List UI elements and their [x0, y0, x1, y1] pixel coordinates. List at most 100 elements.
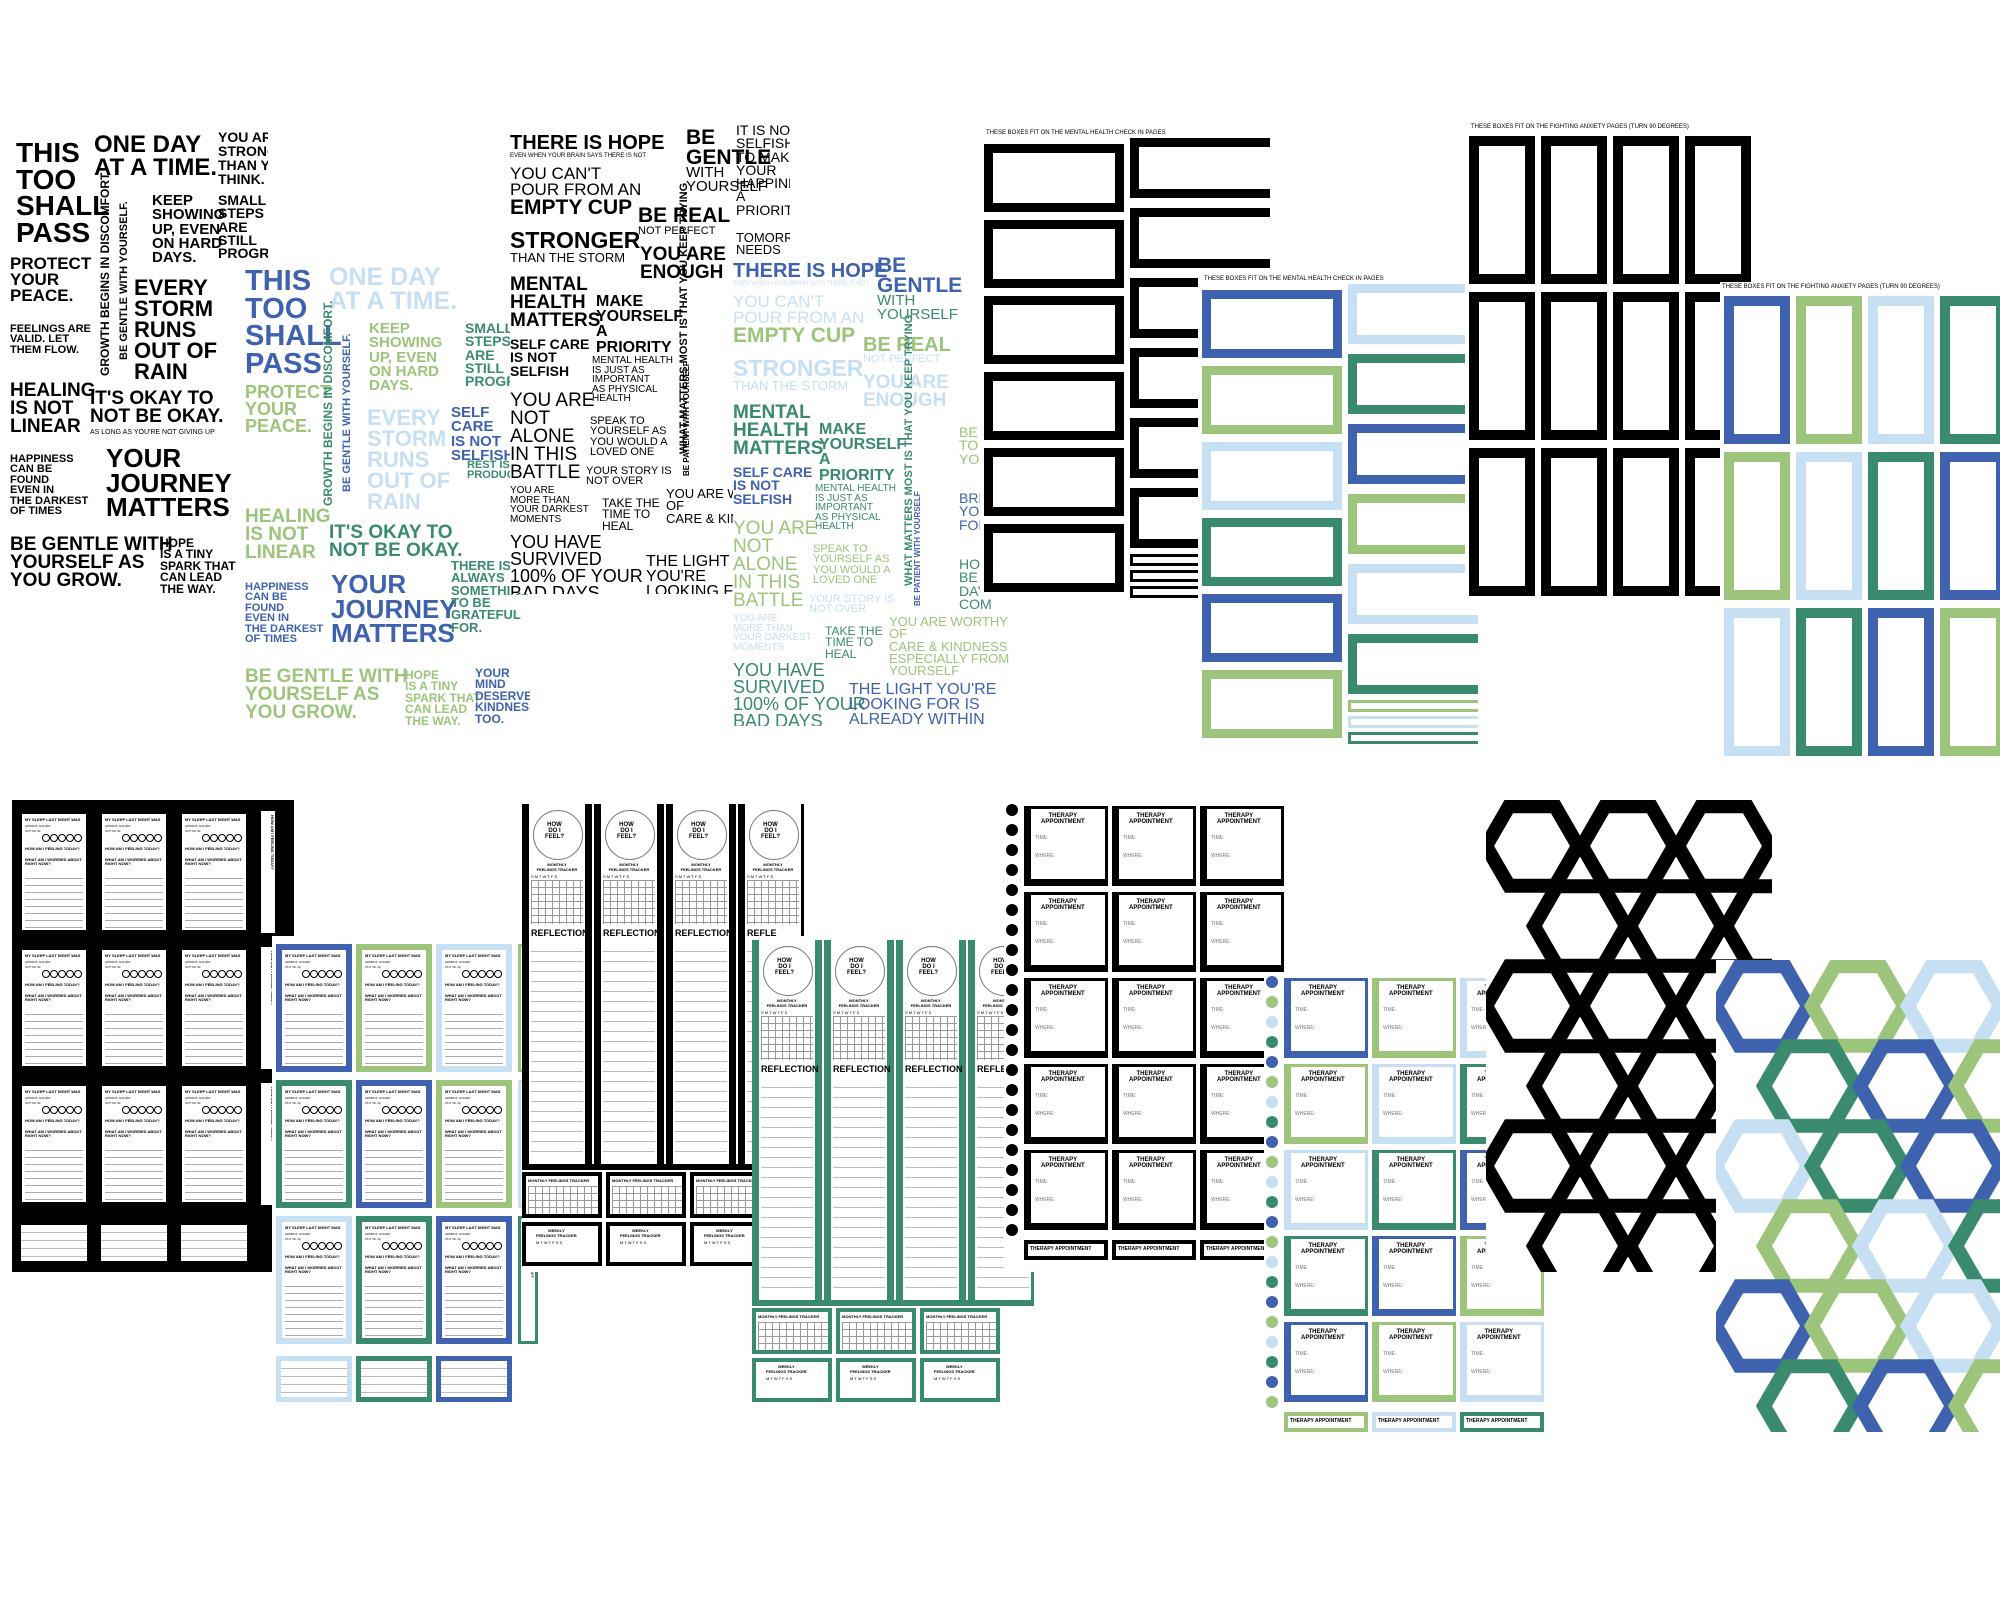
therapy-label: TIME: [1123, 1093, 1137, 1099]
divider-bar [752, 1300, 1034, 1306]
mood-face-icon [138, 970, 146, 978]
hexagon-sticker [1717, 879, 1772, 973]
sticker-box [984, 144, 1124, 212]
quote-sticker: HEALING IS NOT LINEAR [245, 506, 331, 564]
checkin-label: HOW AM I FEELING TODAY? [185, 982, 240, 987]
therapy-label: THERAPY APPOINTMENT [1041, 813, 1085, 825]
therapy-label: THERAPY APPOINTMENT [1030, 1246, 1092, 1252]
mood-face-icon [462, 1106, 470, 1114]
sticker-box [1868, 608, 1934, 756]
dot-sticker [1006, 1144, 1018, 1156]
quote-sticker: IT'S OKAY TO NOT BE OKAY. [329, 522, 463, 562]
therapy-label: TIME: [1035, 1093, 1049, 1099]
writing-lines [25, 872, 83, 928]
tracker-label: MONTHLY FEELINGS TRACKER [696, 1178, 758, 1183]
mood-face-icon [398, 970, 406, 978]
hexagon-sticker [1525, 1199, 1635, 1272]
therapy-label: WHERE: [1035, 853, 1055, 859]
checkin-label: MY SLEEP LAST NIGHT WAS [445, 953, 501, 958]
tracker-label: WEEKLY FEELINGS TRACKER [536, 1228, 577, 1238]
quote-sticker: YOU ARE NOT ALONE IN THIS BATTLE [510, 390, 595, 484]
tracker-label: MONTHLY FEELINGS TRACKER [680, 862, 722, 872]
tracker-label: WEEKLY FEELINGS TRACKER [620, 1228, 661, 1238]
writing-lines [185, 1008, 243, 1064]
checkin-label: WHAT AM I WORRIED ABOUT RIGHT NOW? [25, 1129, 82, 1139]
therapy-label: TIME: [1471, 1351, 1485, 1357]
therapy-label: THERAPY APPOINTMENT [1290, 1418, 1352, 1424]
tracker-label: REFLECTION [905, 1064, 963, 1074]
writing-lines [25, 1008, 83, 1064]
sticker-box [1202, 518, 1342, 586]
sticker-box [1724, 608, 1790, 756]
checkin-label: APPROX. HOURS: [365, 1232, 391, 1236]
therapy-label: WHERE: [1471, 1283, 1491, 1289]
mood-face-icon [146, 834, 154, 842]
hexagon-sticker [1716, 960, 1817, 1053]
tracker-label: M T W T F S S [766, 1376, 793, 1381]
mood-face-icon [486, 1242, 494, 1250]
therapy-label: THERAPY APPOINTMENT [1217, 813, 1261, 825]
sticker-box [1796, 296, 1862, 444]
note-card [276, 1356, 352, 1402]
tracker-band: MONTHLY FEELINGS TRACKER [752, 1308, 832, 1354]
therapy-label: TIME: [1471, 1007, 1485, 1013]
sheet-anxiety-color: THESE BOXES FIT ON THE FIGHTING ANXIETY … [1720, 282, 2000, 758]
quote-sticker: YOU CAN'T POUR FROM AN [733, 292, 865, 328]
mood-face-icon [334, 1242, 342, 1250]
mood-face-icon [406, 1242, 414, 1250]
therapy-label: THERAPY APPOINTMENT [1389, 1157, 1433, 1169]
mood-face-icon [494, 1242, 502, 1250]
mood-face-icon [334, 970, 342, 978]
dot-sticker [1266, 1236, 1278, 1248]
hexagon-sticker [1755, 1199, 1865, 1293]
quote-sticker: PROTECT YOUR PEACE. [10, 254, 92, 306]
sticker-box [1796, 608, 1862, 756]
checkin-label: APPROX. HOURS: [285, 1096, 311, 1100]
checkin-label: APPROX. HOURS: [365, 1096, 391, 1100]
checkin-label: WHAT AM I WORRIED ABOUT RIGHT NOW? [105, 1129, 162, 1139]
writing-lines [445, 1144, 503, 1200]
checkin-label: OUT OF 10 [365, 1237, 381, 1241]
mood-face-icon [74, 970, 82, 978]
therapy-label: WHERE: [1383, 1283, 1403, 1289]
mood-face-icon [334, 1106, 342, 1114]
quote-sticker: YOUR MIND DESERVES KINDNESS, TOO. [475, 666, 530, 726]
quote-sticker: YOU ARE MORE THAN YOUR DARKEST MOMENTS [510, 485, 589, 525]
quote-sticker: WITH YOURSELF [877, 292, 958, 324]
mood-face-icon [382, 1242, 390, 1250]
hexagon-sticker [1486, 1119, 1587, 1213]
mood-face-icon [74, 834, 82, 842]
therapy-label: WHERE: [1295, 1111, 1315, 1117]
checkin-label: MY SLEEP LAST NIGHT WAS [25, 1089, 81, 1094]
mood-face-icon [486, 1106, 494, 1114]
mood-face-icon [234, 1106, 242, 1114]
quote-sticker: BE GENTLE WITH YOURSELF. [118, 201, 130, 360]
mood-face-icon [470, 970, 478, 978]
therapy-label: THERAPY APPOINTMENT [1041, 1157, 1085, 1169]
mood-face-icon [226, 834, 234, 842]
checkin-label: APPROX. HOURS: [445, 1232, 471, 1236]
checkin-label: APPROX. HOURS: [25, 1096, 51, 1100]
sticker-box [1469, 136, 1535, 284]
sticker-box [1202, 594, 1342, 662]
mood-face-icon [382, 1106, 390, 1114]
mood-face-icon [382, 970, 390, 978]
therapy-label: THERAPY APPOINTMENT [1217, 1157, 1261, 1169]
mood-grid [833, 1016, 885, 1060]
therapy-label: WHERE: [1035, 1197, 1055, 1203]
sticker-box [1469, 292, 1535, 440]
hexagon-sticker [1621, 1039, 1731, 1133]
writing-lines [603, 942, 655, 1156]
checkin-label: OUT OF 10 [185, 965, 201, 969]
quote-sticker: MAKE YOURSELF A PRIORITY [819, 421, 907, 484]
checkin-label: HOW AM I FEELING TODAY? [185, 846, 240, 851]
mood-grid [675, 880, 727, 924]
mood-wheel-icon [763, 946, 813, 996]
checkin-label: MY SLEEP LAST NIGHT WAS [25, 817, 81, 822]
